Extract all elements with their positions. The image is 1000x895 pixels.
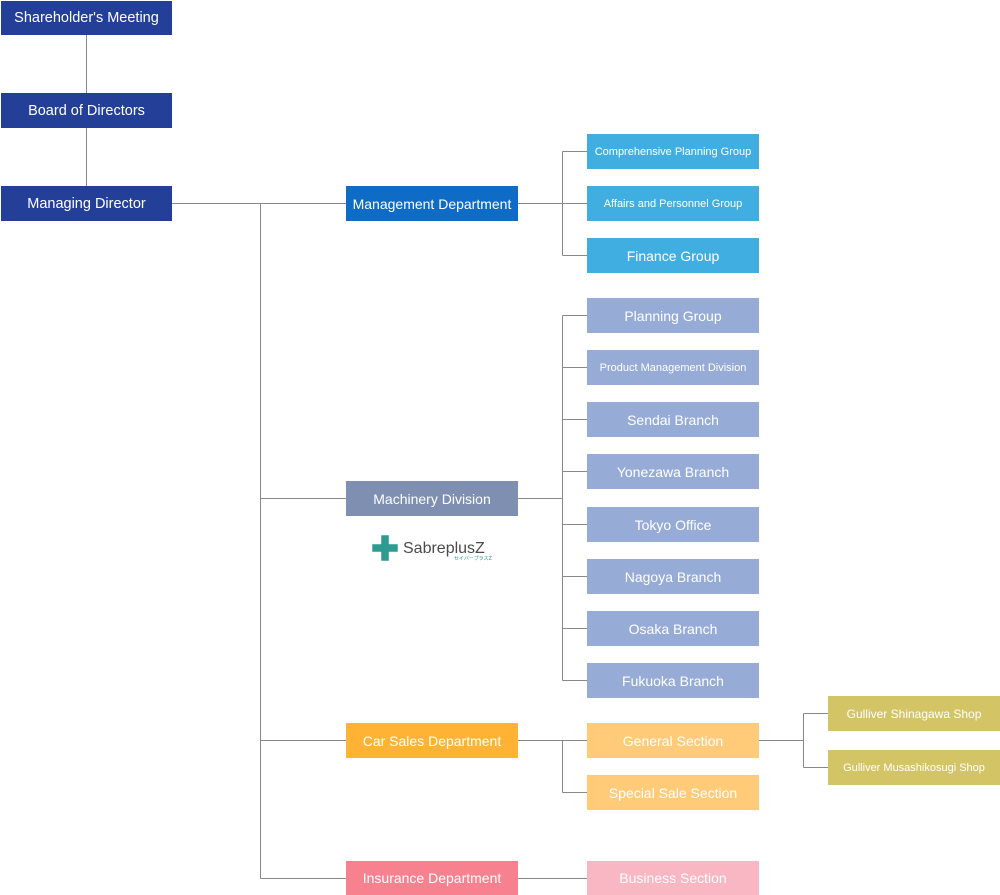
general-section-box: General Section	[587, 723, 759, 758]
business-section-box: Business Section	[587, 861, 759, 895]
sabreplusz-logo: SabreplusZ セイバープラスZ	[370, 534, 496, 562]
affairs-personnel-group-box: Affairs and Personnel Group	[587, 186, 759, 221]
gulliver-shinagawa-shop-box: Gulliver Shinagawa Shop	[828, 696, 1000, 731]
sendai-branch-box: Sendai Branch	[587, 402, 759, 437]
car-sales-department-box: Car Sales Department	[346, 723, 518, 758]
managing-director-box: Managing Director	[1, 186, 172, 221]
nagoya-branch-box: Nagoya Branch	[587, 559, 759, 594]
management-department-box: Management Department	[346, 186, 518, 221]
yonezawa-branch-box: Yonezawa Branch	[587, 454, 759, 489]
board-of-directors-box: Board of Directors	[1, 93, 172, 128]
machinery-division-box: Machinery Division	[346, 481, 518, 516]
logo-wordmark: SabreplusZ	[403, 540, 485, 557]
planning-group-box: Planning Group	[587, 298, 759, 333]
logo-subtext: セイバープラスZ	[454, 556, 493, 562]
insurance-department-box: Insurance Department	[346, 861, 518, 895]
comprehensive-planning-group-box: Comprehensive Planning Group	[587, 134, 759, 169]
tokyo-office-box: Tokyo Office	[587, 507, 759, 542]
product-management-division-box: Product Management Division	[587, 350, 759, 385]
gulliver-musashikosugi-shop-box: Gulliver Musashikosugi Shop	[828, 750, 1000, 785]
plus-cross-icon: SabreplusZ セイバープラスZ	[371, 534, 493, 562]
finance-group-box: Finance Group	[587, 238, 759, 273]
special-sale-section-box: Special Sale Section	[587, 775, 759, 810]
osaka-branch-box: Osaka Branch	[587, 611, 759, 646]
fukuoka-branch-box: Fukuoka Branch	[587, 663, 759, 698]
shareholders-meeting-box: Shareholder's Meeting	[1, 1, 172, 35]
